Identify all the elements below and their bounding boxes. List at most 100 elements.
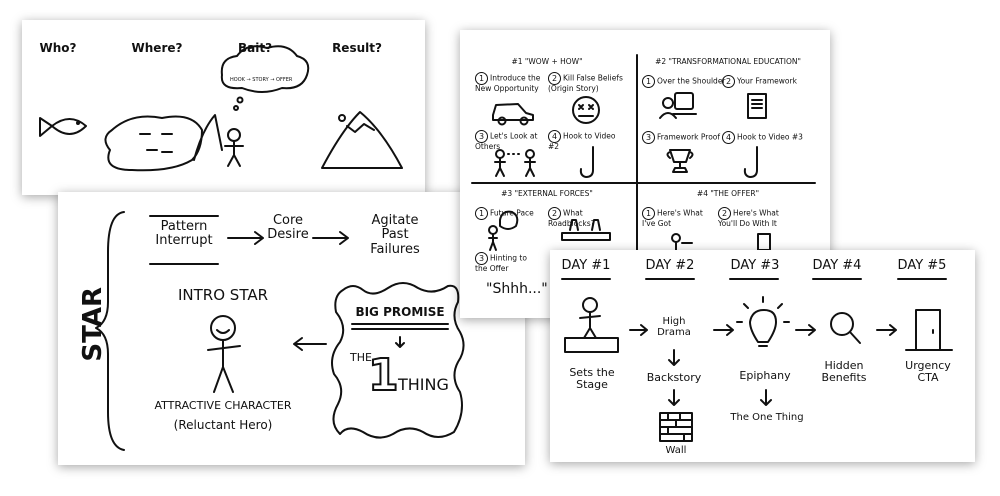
day-3-label: DAY #3 xyxy=(730,258,780,273)
quadrant-2-title: #2 "TRANSFORMATIONAL EDUCATION" xyxy=(655,57,801,66)
step-number: 1 xyxy=(642,75,655,88)
heading-bait: Bait? xyxy=(237,41,273,55)
the-label: THE xyxy=(350,351,372,364)
step-label: Your Framework xyxy=(737,76,797,86)
lightbulb-icon xyxy=(736,296,790,347)
intro-star-title: INTRO STAR xyxy=(177,286,269,304)
flow-agitate-past-failures: Agitate Past Failures xyxy=(370,213,420,257)
stick-figure-icon xyxy=(207,315,241,393)
offer-step: OFFER xyxy=(276,77,293,83)
day-1-label: DAY #1 xyxy=(561,258,611,273)
step-label: Here's What You'll Do With It xyxy=(718,208,779,228)
thought-bubble-sequence: HOOK → STORY → OFFER xyxy=(230,77,293,83)
fishing-diagram-panel: Who? Where? Bait? Result? HOOK → STORY →… xyxy=(22,20,425,195)
arrow-down-icon xyxy=(760,389,772,406)
car-icon xyxy=(492,103,534,126)
heading-result: Result? xyxy=(332,41,382,55)
shhh-quote: "Shhh..." xyxy=(486,281,548,297)
document-icon xyxy=(757,233,771,251)
stick-figure-on-stage-icon xyxy=(564,297,619,353)
day-4-label: DAY #4 xyxy=(812,258,862,273)
day-5-caption: Urgency CTA xyxy=(905,359,951,385)
step-label: Here's What I've Got xyxy=(642,208,703,228)
fish-icon xyxy=(139,133,173,153)
heading-where: Where? xyxy=(131,41,183,55)
step-label: Hook to Video #3 xyxy=(737,132,803,142)
step-label: What Roadblocks? xyxy=(548,208,595,228)
pond-icon xyxy=(104,115,203,172)
day-4-caption: Hidden Benefits xyxy=(821,359,867,385)
fishing-sketch xyxy=(39,45,403,172)
reluctant-hero-label: (Reluctant Hero) xyxy=(173,418,273,432)
quadrant-1-title: #1 "WOW + HOW" xyxy=(511,57,583,66)
step-number: 3 xyxy=(642,131,655,144)
day-2-caption: High Drama xyxy=(657,316,691,338)
arrow-right-icon xyxy=(795,324,816,336)
attractive-character-label: ATTRACTIVE CHARACTER xyxy=(154,399,292,412)
fishing-rod-icon xyxy=(193,114,223,161)
arrow-right-icon xyxy=(227,231,264,245)
step-label: Future Pace xyxy=(490,208,534,218)
step-label: Introduce the New Opportunity xyxy=(475,73,541,93)
arrow-down-icon xyxy=(668,349,680,366)
day-2-wall: Wall xyxy=(665,445,687,456)
step-number: 2 xyxy=(722,75,735,88)
flow-core-desire: Core Desire xyxy=(267,213,309,243)
arrow-left-icon xyxy=(293,337,327,351)
stick-figures-icon xyxy=(494,149,536,177)
hook-step: HOOK xyxy=(230,77,245,83)
day-2-label: DAY #2 xyxy=(645,258,695,273)
one-numeral: 1 xyxy=(367,350,400,401)
step-label: Framework Proof xyxy=(657,132,721,142)
step-label: Over the Shoulder xyxy=(657,76,726,86)
arrow-right-icon xyxy=(312,231,349,245)
thought-figure-icon xyxy=(488,210,519,251)
flow-pattern-interrupt: Pattern Interrupt xyxy=(155,219,213,249)
arrow-right-icon xyxy=(876,324,897,336)
fish-icon xyxy=(39,117,87,137)
webinar-icons xyxy=(488,92,771,253)
dead-face-icon xyxy=(572,96,600,124)
day-2-backstory: Backstory xyxy=(646,371,702,384)
thought-cloud-icon xyxy=(220,45,310,93)
arrow-down-icon xyxy=(668,389,680,406)
curly-brace xyxy=(95,211,125,451)
stick-figure-icon xyxy=(224,128,244,167)
day-3-caption: Epiphany xyxy=(739,369,791,382)
step-number: 4 xyxy=(722,131,735,144)
hook-icon xyxy=(743,146,758,178)
step-label: Hook to Video #2 xyxy=(548,131,616,151)
story-step: STORY xyxy=(252,77,269,83)
days-sketch xyxy=(561,278,953,442)
hook-icon xyxy=(579,146,594,178)
document-icon xyxy=(747,93,767,119)
heading-who: Who? xyxy=(39,41,77,55)
step-label: Hinting to the Offer xyxy=(475,253,527,273)
day-1-caption: Sets the Stage xyxy=(569,366,615,392)
roadblock-icon xyxy=(561,219,611,241)
day-5-label: DAY #5 xyxy=(897,258,947,273)
five-day-panel: DAY #1 DAY #2 DAY #3 DAY #4 DAY #5 Sets … xyxy=(550,250,975,462)
day-3-one-thing: The One Thing xyxy=(730,412,804,423)
arrow-right-icon xyxy=(713,324,734,336)
magnifier-icon xyxy=(830,312,861,344)
computer-user-icon xyxy=(659,92,697,119)
star-sketch xyxy=(95,211,465,451)
star-diagram-panel: STAR Pattern Interrupt Core Desire Agita… xyxy=(58,192,525,465)
wavy-frame xyxy=(331,282,465,439)
step-label: Let's Look at Others xyxy=(475,131,538,151)
step-label: Kill False Beliefs (Origin Story) xyxy=(548,73,623,93)
quadrant-4-title: #4 "THE OFFER" xyxy=(696,189,760,198)
arrow-right-icon xyxy=(629,324,648,336)
